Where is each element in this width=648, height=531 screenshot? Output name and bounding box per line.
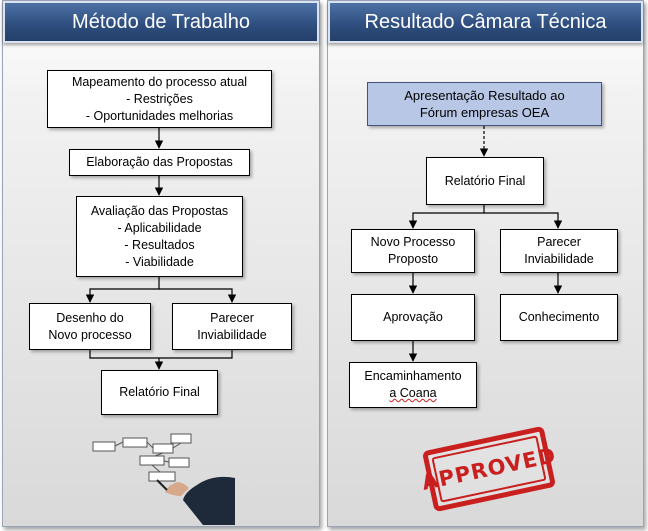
approved-stamp-text: APPROVED	[419, 443, 559, 495]
conhecimento-label: Conhecimento	[518, 310, 600, 324]
avaliacao-box: Avaliação das Propostas - Aplicabilidade…	[76, 196, 243, 277]
apresentacao-line: Apresentação Resultado ao	[404, 88, 565, 103]
parecer-inviabilidade-box: Parecer Inviabilidade	[500, 229, 618, 273]
relatorio-final-box: Relatório Final	[426, 157, 544, 205]
mapeamento-item: - Restrições	[126, 91, 193, 106]
arrow-branches-relatorio	[89, 350, 233, 359]
avaliacao-item: - Viabilidade	[125, 254, 194, 269]
desenho-line: Desenho do	[56, 310, 124, 325]
novo-processo-line: Novo Processo	[370, 235, 456, 249]
method-panel-header: Método de Trabalho	[3, 1, 319, 43]
elaboracao-box: Elaboração das Propostas	[69, 149, 250, 176]
parecer-inviabilidade-line: Parecer	[537, 235, 581, 249]
encaminhamento-line: Encaminhamento	[364, 369, 462, 383]
mapeamento-item: - Oportunidades melhorias	[85, 108, 234, 123]
desenho-line: Novo processo	[48, 327, 132, 342]
parecer-inviabilidade-line: Inviabilidade	[524, 252, 594, 266]
encaminhamento-box: Encaminhamento a Coana	[349, 362, 477, 408]
avaliacao-item: - Aplicabilidade	[117, 220, 202, 235]
avaliacao-item: - Resultados	[124, 237, 195, 252]
mapeamento-box: Mapeamento do processo atual - Restriçõe…	[47, 70, 272, 128]
conhecimento-box: Conhecimento	[500, 294, 618, 341]
apresentacao-box: Apresentação Resultado ao Fórum empresas…	[367, 82, 602, 126]
apresentacao-line: Fórum empresas OEA	[419, 105, 550, 120]
relatorio-label: Relatório Final	[119, 385, 200, 399]
arrow-relatorio-branches	[412, 205, 485, 228]
desenho-box: Desenho do Novo processo	[29, 303, 151, 350]
relatorio-box: Relatório Final	[101, 370, 218, 415]
avaliacao-title: Avaliação das Propostas	[90, 203, 229, 218]
parecer-line: Inviabilidade	[197, 327, 267, 342]
parecer-box: Parecer Inviabilidade	[172, 303, 292, 350]
encaminhamento-line: a Coana	[389, 386, 437, 400]
arrow-avaliacao-branches	[89, 277, 160, 302]
result-panel-header: Resultado Câmara Técnica	[328, 1, 643, 43]
parecer-line: Parecer	[210, 310, 254, 325]
aprovacao-box: Aprovação	[351, 294, 475, 341]
elaboracao-label: Elaboração das Propostas	[86, 155, 233, 169]
aprovacao-label: Aprovação	[383, 310, 443, 324]
novo-processo-line: Proposto	[387, 252, 439, 266]
mapeamento-title: Mapeamento do processo atual	[71, 74, 248, 89]
novo-processo-box: Novo Processo Proposto	[351, 229, 475, 273]
relatorio-final-label: Relatório Final	[444, 173, 526, 188]
hand-drawing-flowchart-illustration	[92, 433, 235, 525]
